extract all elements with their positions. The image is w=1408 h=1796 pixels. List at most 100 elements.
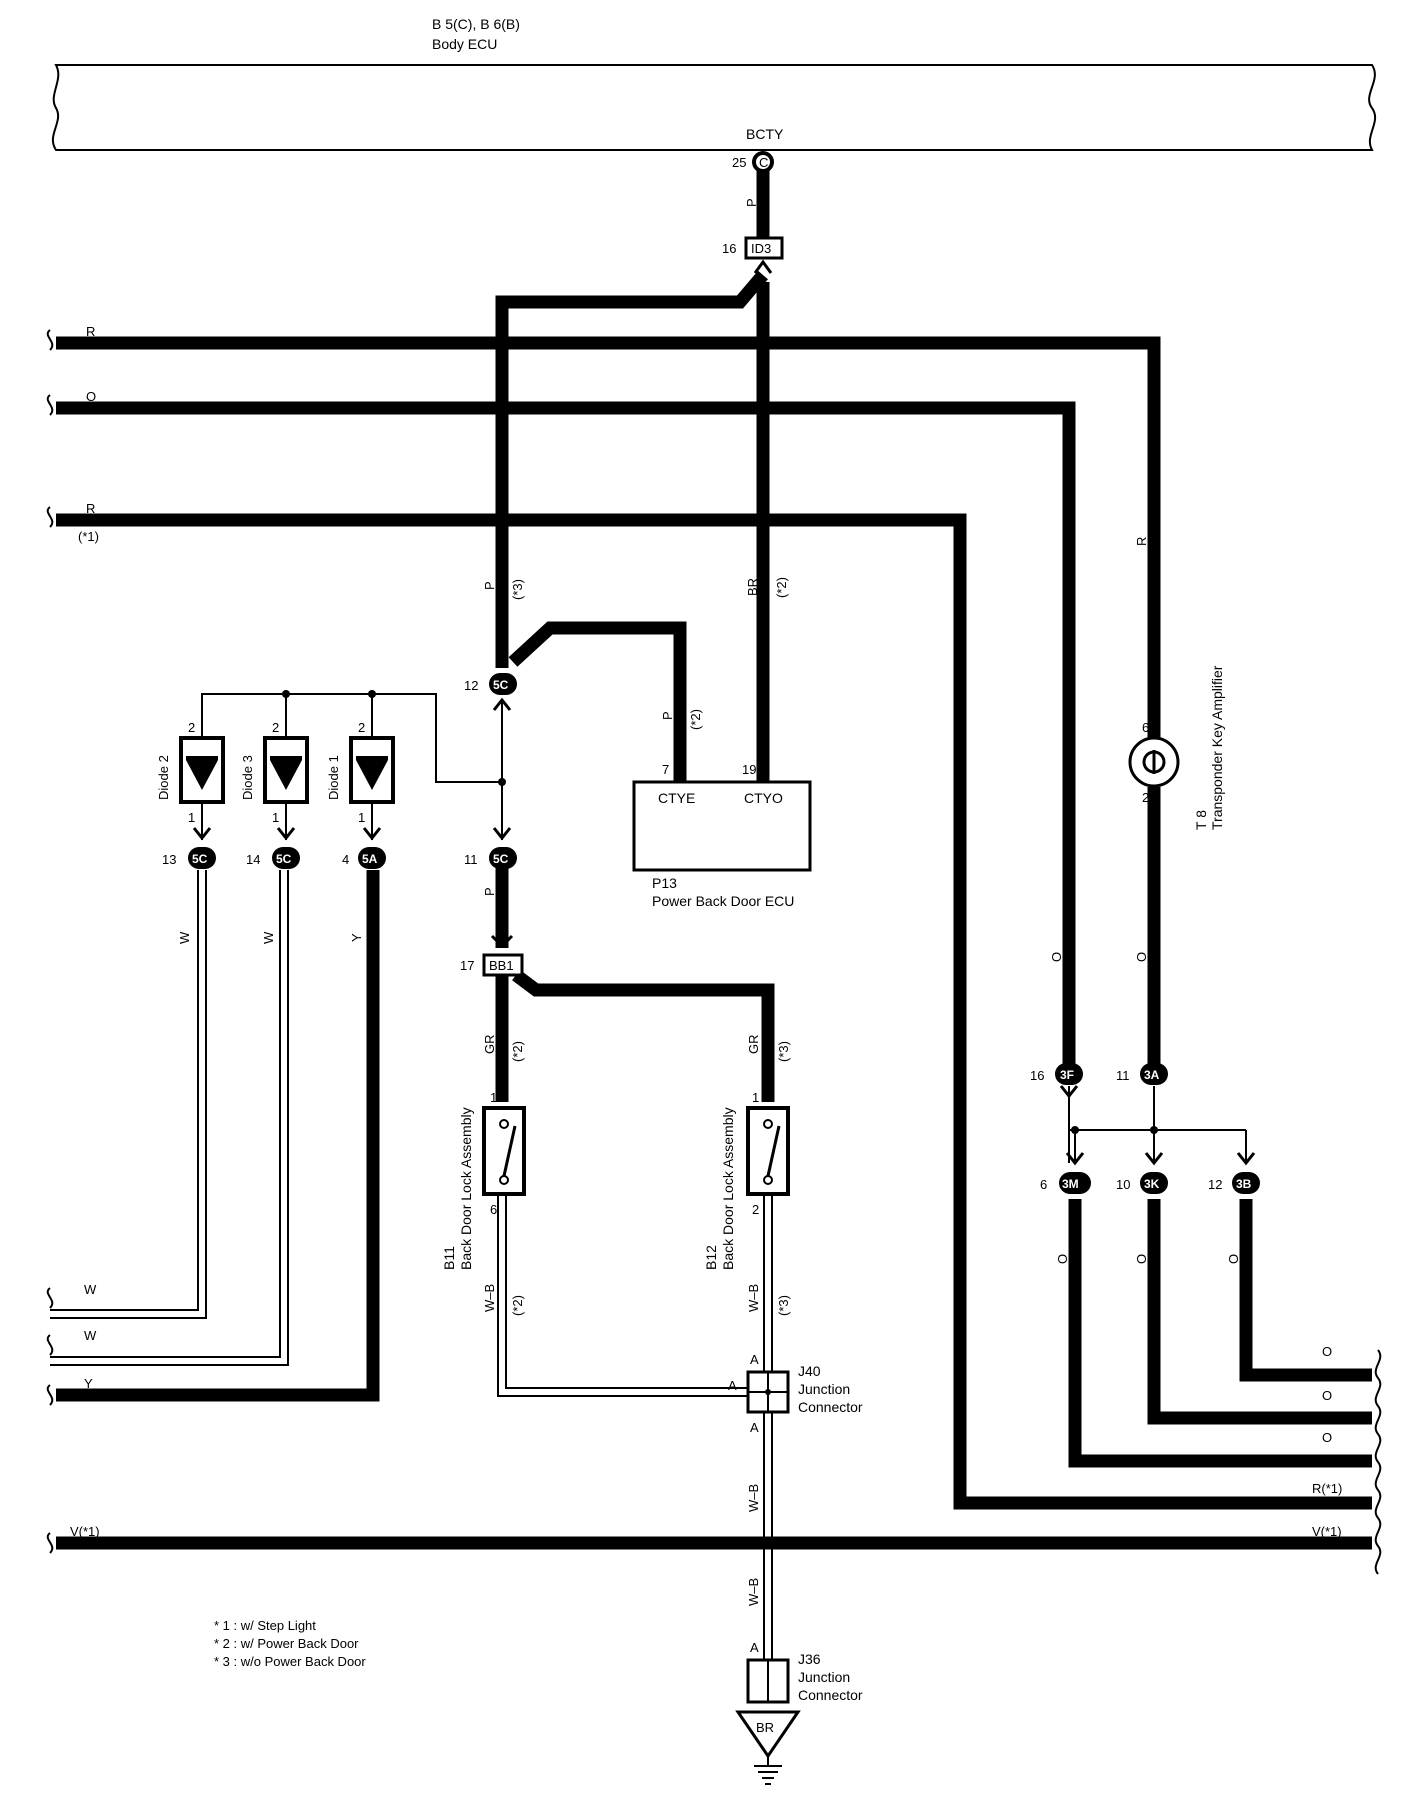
diode-bus bbox=[201, 690, 506, 840]
connector-3a: 3A 11 bbox=[1116, 1063, 1168, 1085]
svg-text:Junction: Junction bbox=[798, 1669, 850, 1685]
ecu-pin-connector: C 25 bbox=[732, 151, 774, 173]
connector-3f: 3F 16 bbox=[1030, 1063, 1083, 1085]
svg-text:W: W bbox=[84, 1282, 97, 1297]
svg-text:12: 12 bbox=[1208, 1177, 1222, 1192]
svg-text:25: 25 bbox=[732, 155, 746, 170]
ctyo-label: CTYO bbox=[744, 790, 783, 806]
svg-text:1: 1 bbox=[490, 1090, 497, 1105]
svg-text:19: 19 bbox=[742, 762, 756, 777]
svg-text:3F: 3F bbox=[1060, 1068, 1074, 1082]
p13-power-back-door-ecu: CTYE CTYO 7 19 P13 Power Back Door ECU bbox=[632, 762, 812, 909]
svg-text:3B: 3B bbox=[1236, 1177, 1252, 1191]
svg-text:(*3): (*3) bbox=[776, 1041, 791, 1062]
svg-text:BR: BR bbox=[745, 578, 760, 596]
svg-text:R(*1): R(*1) bbox=[1312, 1481, 1342, 1496]
svg-text:12: 12 bbox=[464, 678, 478, 693]
j36-junction-connector: A J36 Junction Connector bbox=[746, 1640, 863, 1704]
svg-text:2: 2 bbox=[188, 720, 195, 735]
connector-3m: 3M 6 bbox=[1040, 1172, 1091, 1194]
svg-text:(*2): (*2) bbox=[510, 1041, 525, 1062]
svg-text:11: 11 bbox=[464, 852, 478, 867]
note-1: * 1 : w/ Step Light bbox=[214, 1618, 316, 1633]
j40-id: J40 bbox=[798, 1363, 821, 1379]
wire-labels: R O R (*1) P P (*3) BR (*2) P (*2) P W W… bbox=[70, 198, 1342, 1606]
svg-text:O: O bbox=[1226, 1254, 1241, 1264]
svg-text:(*1): (*1) bbox=[78, 529, 99, 544]
p13-name: Power Back Door ECU bbox=[652, 893, 794, 909]
svg-text:P: P bbox=[744, 198, 759, 207]
svg-text:P: P bbox=[660, 711, 675, 720]
svg-text:A: A bbox=[750, 1352, 759, 1367]
svg-text:W–B: W–B bbox=[746, 1284, 761, 1312]
svg-text:O: O bbox=[1322, 1344, 1332, 1359]
ground-icon: BR bbox=[735, 1710, 801, 1785]
b11-id: B11 bbox=[441, 1246, 457, 1270]
svg-text:R: R bbox=[86, 324, 95, 339]
b12-back-door-lock: 1 2 B12 Back Door Lock Assembly bbox=[703, 1090, 790, 1270]
svg-text:6: 6 bbox=[1040, 1177, 1047, 1192]
connector-3k: 3K 10 bbox=[1116, 1172, 1168, 1194]
diode-2: 2 1 Diode 2 bbox=[156, 720, 225, 825]
connector-id3: ID3 16 bbox=[722, 236, 784, 260]
connector-diode1: 5A 4 bbox=[342, 847, 386, 869]
svg-text:W: W bbox=[261, 931, 276, 944]
connector-5c-mid: 5C 11 bbox=[464, 847, 517, 869]
rect-connectors: ID3 16 BB1 17 bbox=[460, 236, 784, 977]
svg-text:5C: 5C bbox=[276, 852, 292, 866]
b12-name: Back Door Lock Assembly bbox=[720, 1107, 736, 1270]
svg-text:3M: 3M bbox=[1062, 1177, 1079, 1191]
svg-text:Connector: Connector bbox=[798, 1399, 863, 1415]
diode-3: 2 1 Diode 3 bbox=[240, 720, 309, 825]
svg-text:O: O bbox=[1049, 952, 1064, 962]
svg-text:W–B: W–B bbox=[746, 1484, 761, 1512]
svg-text:5C: 5C bbox=[192, 852, 208, 866]
connector-diode3: 5C 14 bbox=[246, 847, 300, 869]
ctye-label: CTYE bbox=[658, 790, 695, 806]
connector-bb1: BB1 17 bbox=[460, 953, 524, 977]
svg-text:3A: 3A bbox=[1144, 1068, 1160, 1082]
note-2: * 2 : w/ Power Back Door bbox=[214, 1636, 359, 1651]
svg-text:A: A bbox=[750, 1640, 759, 1655]
svg-text:2: 2 bbox=[752, 1202, 759, 1217]
svg-text:W–B: W–B bbox=[746, 1578, 761, 1606]
ecu-connectors-label: B 5(C), B 6(B) bbox=[432, 16, 520, 32]
svg-text:7: 7 bbox=[662, 762, 669, 777]
thick-wires bbox=[56, 164, 1372, 1550]
diode-1-label: Diode 1 bbox=[326, 755, 341, 800]
svg-text:Y: Y bbox=[84, 1376, 93, 1391]
svg-text:10: 10 bbox=[1116, 1177, 1130, 1192]
svg-text:14: 14 bbox=[246, 852, 260, 867]
diode-2-label: Diode 2 bbox=[156, 755, 171, 800]
svg-text:13: 13 bbox=[162, 852, 176, 867]
b11-name: Back Door Lock Assembly bbox=[458, 1107, 474, 1270]
svg-text:(*3): (*3) bbox=[510, 579, 525, 600]
svg-text:O: O bbox=[1055, 1254, 1070, 1264]
b11-back-door-lock: 1 6 B11 Back Door Lock Assembly bbox=[441, 1090, 526, 1270]
svg-text:V(*1): V(*1) bbox=[70, 1524, 100, 1539]
svg-text:GR: GR bbox=[746, 1035, 761, 1055]
connector-5c-top: 5C 12 bbox=[464, 673, 517, 695]
svg-text:1: 1 bbox=[358, 810, 365, 825]
svg-text:O: O bbox=[1322, 1430, 1332, 1445]
svg-text:Junction: Junction bbox=[798, 1381, 850, 1397]
splice-3 bbox=[1068, 1086, 1247, 1163]
svg-text:O: O bbox=[86, 389, 96, 404]
svg-text:5A: 5A bbox=[362, 852, 378, 866]
b12-id: B12 bbox=[703, 1245, 719, 1270]
svg-text:O: O bbox=[1322, 1388, 1332, 1403]
svg-text:O: O bbox=[1134, 952, 1149, 962]
svg-text:A: A bbox=[728, 1378, 737, 1393]
svg-text:ID3: ID3 bbox=[751, 241, 771, 256]
svg-text:5C: 5C bbox=[493, 678, 509, 692]
note-3: * 3 : w/o Power Back Door bbox=[214, 1654, 366, 1669]
svg-text:17: 17 bbox=[460, 958, 474, 973]
svg-text:(*2): (*2) bbox=[688, 709, 703, 730]
svg-text:6: 6 bbox=[1142, 720, 1149, 735]
p13-id: P13 bbox=[652, 875, 677, 891]
body-ecu: B 5(C), B 6(B) Body ECU BCTY bbox=[51, 16, 1377, 151]
double-wires bbox=[50, 870, 773, 1660]
svg-text:W: W bbox=[84, 1328, 97, 1343]
svg-text:P: P bbox=[482, 887, 497, 896]
